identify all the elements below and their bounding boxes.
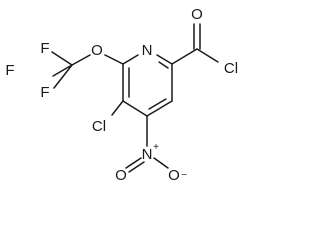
bond-cacyl-cl	[196, 48, 219, 63]
bond-c2-o	[104, 54, 124, 65]
bond-n-osingle	[153, 157, 169, 169]
atom-cl-ring: Cl	[92, 118, 106, 135]
bond-c6-cacyl	[171, 48, 198, 65]
atom-n-ring: N	[142, 42, 153, 59]
atom-o-nitro-double: O	[115, 167, 127, 184]
bond-n1-c6-inner	[158, 61, 169, 69]
pyridine-ring	[122, 54, 173, 117]
atom-f3: F	[40, 84, 49, 101]
charge-o-nitro: −	[181, 170, 187, 181]
chemical-structure: N O F F F O Cl Cl N + O O −	[5, 6, 238, 184]
atom-o-carbonyl: O	[191, 6, 203, 23]
atom-f2: F	[5, 62, 14, 79]
bond-c2-n1	[122, 54, 139, 65]
bond-cf3-f2	[52, 64, 73, 77]
bond-n-odouble	[125, 157, 142, 169]
bond-cf3-f3	[53, 64, 73, 89]
charge-n-nitro: +	[153, 142, 159, 153]
atom-o-ether: O	[91, 42, 103, 59]
atom-n-nitro: N	[142, 146, 153, 163]
bond-c5-c4-inner	[148, 98, 167, 110]
bond-cf3-f1	[51, 51, 73, 66]
atom-o-nitro-single: O	[168, 167, 180, 184]
atom-cl-acyl: Cl	[224, 60, 238, 77]
bond-n1-c6	[156, 54, 173, 65]
atom-f1: F	[40, 40, 49, 57]
bond-c3-cl	[111, 100, 124, 116]
bond-o-cf3	[71, 54, 91, 66]
bond-n-odouble-2	[128, 161, 145, 173]
bond-c5-c4	[146, 100, 173, 117]
bond-c4-c3	[122, 100, 148, 117]
